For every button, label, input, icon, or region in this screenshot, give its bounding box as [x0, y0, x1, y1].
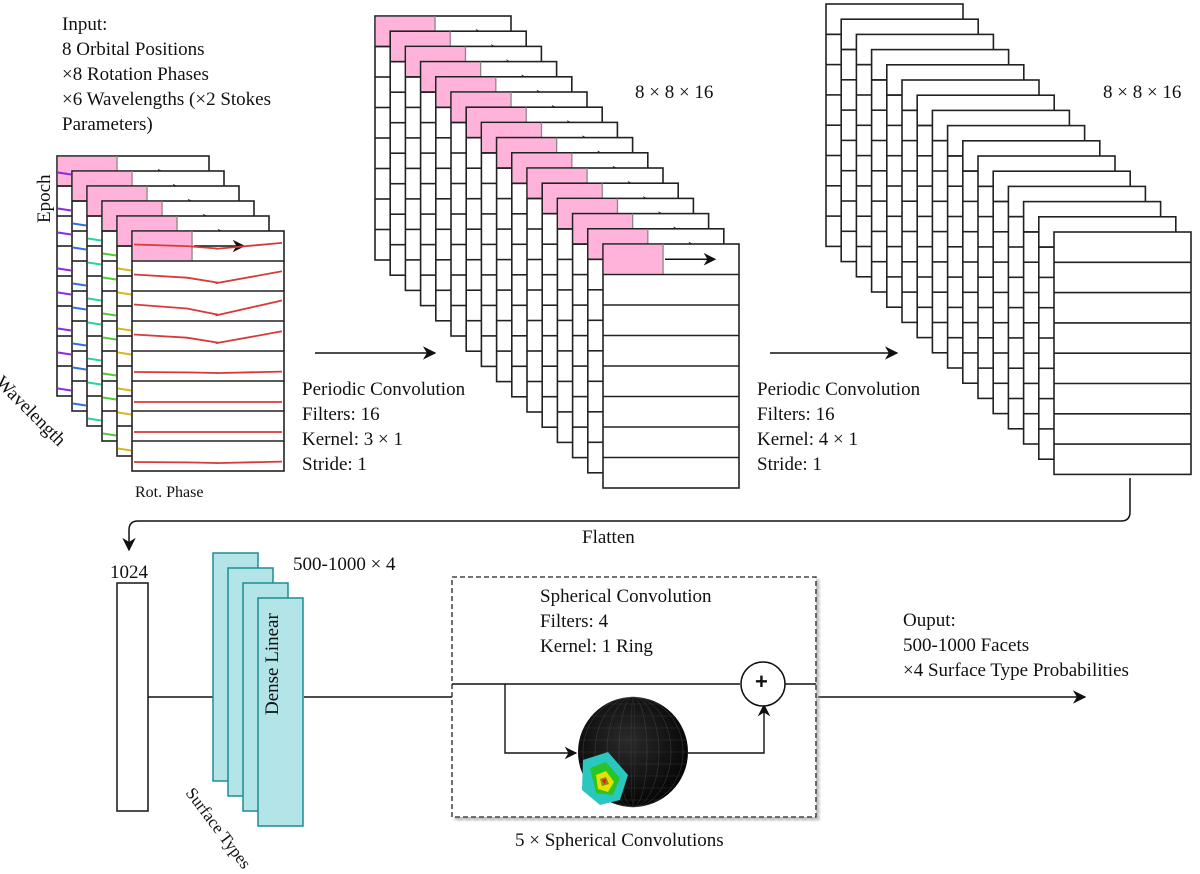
output-line: 500-1000 Facets — [903, 635, 1030, 656]
kernel-highlight — [603, 244, 664, 274]
conv1-shape-label: 8 × 8 × 16 — [635, 82, 714, 103]
conv2-caption-line: Filters: 16 — [757, 404, 835, 425]
light-curve-segment — [87, 261, 102, 266]
light-curve-segment — [72, 222, 87, 227]
light-curve-segment — [57, 327, 72, 332]
spherical-conv-block — [451, 576, 817, 818]
output-line: ×4 Surface Type Probabilities — [903, 660, 1129, 681]
light-curve-segment — [102, 312, 117, 317]
light-curve-segment — [117, 267, 132, 272]
output-line: Ouput: — [903, 610, 956, 631]
conv2-caption-line: Stride: 1 — [757, 454, 822, 475]
light-curve-segment — [102, 276, 117, 281]
input-line: Parameters) — [62, 114, 153, 135]
light-curve-segment — [102, 336, 117, 341]
light-curve-segment — [57, 267, 72, 272]
light-curve-segment — [57, 171, 72, 176]
light-curve-segment — [117, 411, 132, 416]
flatten-label: Flatten — [582, 527, 635, 548]
input-line: ×8 Rotation Phases — [62, 64, 209, 85]
stack-layer — [1053, 231, 1192, 476]
light-curve-segment — [72, 306, 87, 311]
flatten-arrow — [122, 478, 1131, 552]
epoch-axis-label: Epoch — [34, 174, 55, 223]
stack-layer — [602, 243, 740, 489]
light-curve-segment — [102, 432, 117, 437]
spherical-repeat-label: 5 × Spherical Convolutions — [515, 830, 724, 851]
conv2-caption-line: Periodic Convolution — [757, 379, 921, 400]
rot-phase-axis-label: Rot. Phase — [135, 484, 204, 501]
dense-linear-label: Dense Linear — [262, 613, 283, 715]
light-curve-segment — [72, 246, 87, 251]
light-curve-segment — [87, 381, 102, 386]
light-curve-segment — [102, 372, 117, 377]
conv2-shape-label: 8 × 8 × 16 — [1103, 82, 1182, 103]
light-curve-segment — [72, 366, 87, 371]
light-curve-segment — [117, 291, 132, 296]
conv2-caption-line: Kernel: 4 × 1 — [757, 429, 858, 450]
dense-linear-stack — [212, 552, 304, 827]
light-curve-segment — [117, 327, 132, 332]
light-curve-segment — [87, 357, 102, 362]
light-curve-segment — [72, 402, 87, 407]
light-curve-segment — [72, 342, 87, 347]
conv1-caption-line: Filters: 16 — [302, 404, 380, 425]
light-curve-segment — [102, 396, 117, 401]
light-curve-segment — [117, 447, 132, 452]
light-curve — [133, 270, 283, 285]
light-curve-segment — [57, 231, 72, 236]
light-curve — [133, 299, 283, 317]
input-tensor-stack — [56, 155, 285, 472]
input-line: Input: — [62, 14, 108, 35]
sphere-to-add — [688, 703, 771, 754]
input-description: Input: 8 Orbital Positions ×8 Rotation P… — [62, 12, 271, 137]
light-curve-segment — [117, 387, 132, 392]
stack-layer — [131, 230, 285, 472]
add-symbol: + — [755, 669, 768, 694]
conv1-feature-stack — [374, 15, 740, 489]
spherical-caption-line: Spherical Convolution — [540, 586, 712, 607]
conv1-caption: Periodic Convolution Filters: 16 Kernel:… — [302, 377, 465, 477]
light-curve-segment — [57, 351, 72, 356]
spherical-caption: Spherical Convolution Filters: 4 Kernel:… — [540, 584, 712, 659]
spherical-caption-line: Filters: 4 — [540, 611, 609, 632]
kernel-center — [602, 779, 606, 784]
light-curve-segment — [87, 297, 102, 302]
sphere-mesh — [578, 696, 688, 808]
mesh-meridian — [582, 696, 684, 808]
conv2-feature-stack — [825, 3, 1192, 476]
conv1-caption-line: Stride: 1 — [302, 454, 367, 475]
input-line: 8 Orbital Positions — [62, 39, 205, 60]
conv2-caption: Periodic Convolution Filters: 16 Kernel:… — [757, 377, 920, 477]
conv1-caption-line: Periodic Convolution — [302, 379, 466, 400]
light-curve-segment — [72, 282, 87, 287]
light-curve-segment — [87, 237, 102, 242]
spherical-caption-line: Kernel: 1 Ring — [540, 636, 653, 657]
conv1-caption-line: Kernel: 3 × 1 — [302, 429, 403, 450]
light-curve — [133, 242, 283, 250]
branch-to-sphere — [504, 684, 578, 760]
light-curve-segment — [87, 321, 102, 326]
vector-size-label: 1024 — [110, 562, 148, 583]
light-curve-segment — [117, 351, 132, 356]
output-description: Ouput: 500-1000 Facets ×4 Surface Type P… — [903, 608, 1129, 683]
light-curve-segment — [87, 417, 102, 422]
light-curve-segment — [57, 207, 72, 212]
light-curve-segment — [57, 387, 72, 392]
light-curve — [133, 370, 283, 374]
light-curve — [133, 460, 283, 464]
light-curve-segment — [57, 291, 72, 296]
dense-shape-label: 500-1000 × 4 — [293, 554, 396, 575]
flatten-vector — [116, 582, 149, 812]
dense-layer — [257, 597, 304, 827]
light-curve-segment — [102, 252, 117, 257]
connectors — [116, 346, 1131, 812]
input-line: ×6 Wavelengths (×2 Stokes — [62, 89, 271, 110]
light-curve — [133, 330, 283, 345]
